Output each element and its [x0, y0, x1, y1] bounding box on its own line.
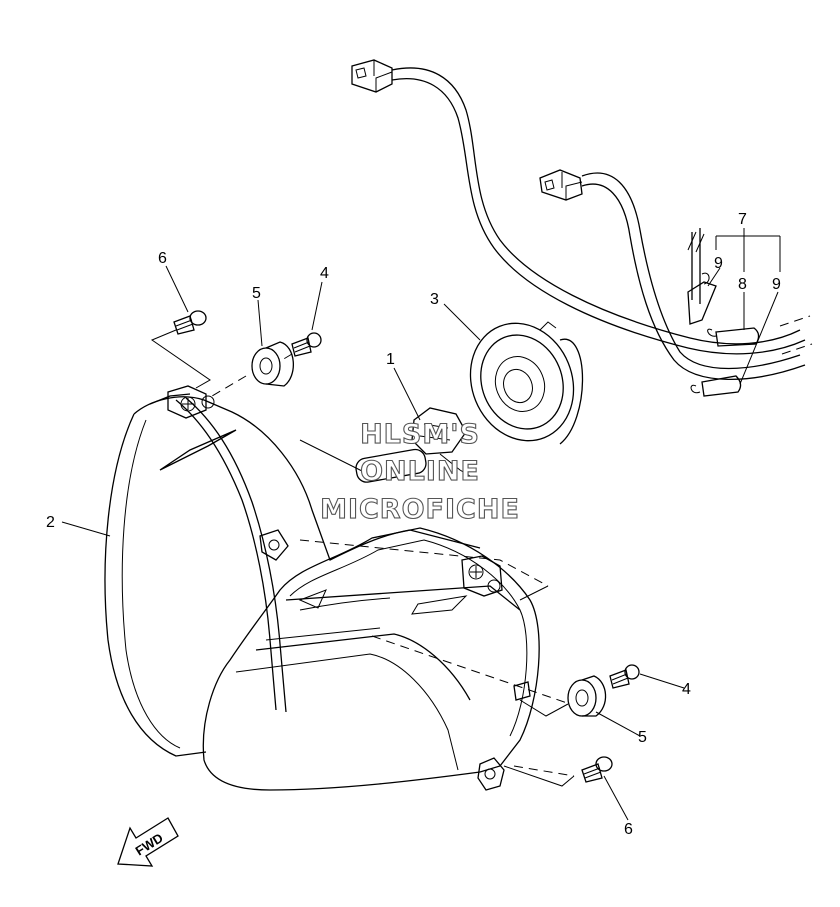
watermark-line-1: HLSM'S: [360, 419, 480, 450]
connector-upper: [351, 59, 393, 93]
bolt-upper-drawing: [173, 310, 207, 335]
callout-4-upper: 4: [320, 265, 329, 282]
callout-8: 8: [738, 276, 747, 293]
headlight-unit-drawing: [104, 385, 540, 791]
callout-6-upper: 6: [158, 250, 167, 267]
connector-lower: [539, 169, 583, 201]
watermark: HLSM'S ONLINE MICROFICHE: [320, 418, 520, 525]
grommet-upper-drawing: [251, 341, 294, 387]
callout-1: 1: [386, 351, 395, 368]
terminal-tube-left: [687, 272, 717, 325]
callout-9-left: 9: [714, 255, 723, 272]
callout-5-lower: 5: [638, 729, 647, 746]
watermark-line-3: MICROFICHE: [320, 494, 520, 525]
callout-2: 2: [46, 514, 55, 531]
fwd-arrow: FWD: [117, 817, 179, 867]
grommet-lower-drawing: [567, 675, 607, 717]
callout-numbers: 1 2 3 4 4 5 5 6 6 7 8 9 9: [46, 211, 781, 838]
bulb-drawing: [355, 407, 471, 483]
callout-5-upper: 5: [252, 285, 261, 302]
leader-lines: [61, 228, 781, 821]
watermark-line-2: ONLINE: [360, 456, 480, 487]
terminal-tube-right: [690, 375, 742, 397]
callout-3: 3: [430, 291, 439, 308]
callout-4-lower: 4: [682, 681, 691, 698]
callout-6-lower: 6: [624, 821, 633, 838]
callout-7: 7: [738, 211, 747, 228]
callout-9-right: 9: [772, 276, 781, 293]
bolt-lower-drawing: [581, 756, 613, 783]
bulb-cover-drawing: [469, 321, 584, 445]
assembly-lines: [150, 329, 575, 787]
screw-lower-drawing: [609, 664, 640, 689]
screw-upper-drawing: [291, 332, 322, 357]
wiring-harness: [351, 59, 813, 397]
